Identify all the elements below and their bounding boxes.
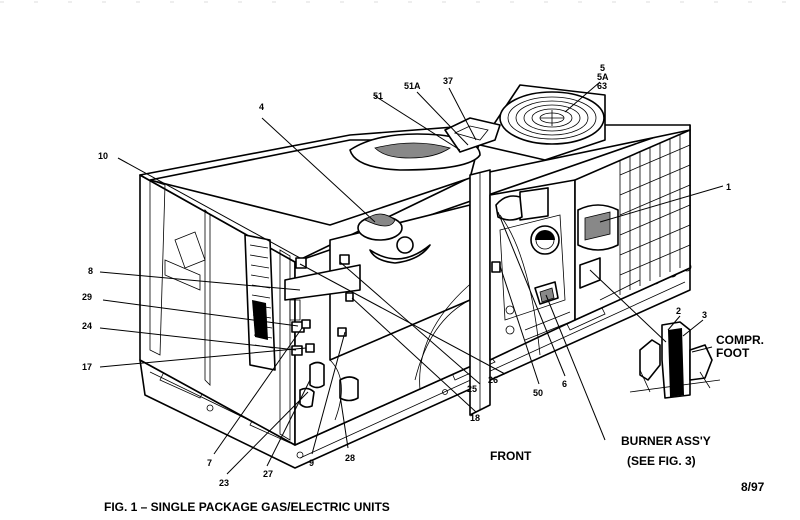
unit-body — [139, 84, 692, 469]
callout-8-left: 8 — [88, 266, 93, 276]
callout-37: 37 — [443, 76, 453, 86]
callout-63: 63 — [597, 81, 607, 91]
callout-6: 6 — [562, 379, 567, 389]
callout-17: 17 — [82, 362, 92, 372]
callout-50: 50 — [533, 388, 543, 398]
callout-5a: 5A — [597, 72, 609, 82]
callout-5: 5 — [600, 63, 605, 73]
burner-label-line2: (SEE FIG. 3) — [627, 454, 696, 468]
callout-28-bottom: 28 — [345, 453, 355, 463]
callout-51: 51 — [373, 91, 383, 101]
compr-label-line2: FOOT — [716, 346, 750, 360]
callout-2: 2 — [676, 306, 681, 316]
compressor-foot-detail — [629, 321, 721, 399]
callout-51a: 51A — [404, 81, 421, 91]
callout-1: 1 — [726, 182, 731, 192]
callout-3: 3 — [702, 310, 707, 320]
figure-caption: FIG. 1 – SINGLE PACKAGE GAS/ELECTRIC UNI… — [104, 500, 390, 514]
text-labels: COMPR. FOOT BURNER ASS'Y (SEE FIG. 3) FR… — [104, 333, 765, 514]
callout-4: 4 — [259, 102, 264, 112]
callout-29: 29 — [82, 292, 92, 302]
callout-10: 10 — [98, 151, 108, 161]
callout-27: 27 — [263, 469, 273, 479]
date-code: 8/97 — [741, 480, 765, 494]
callout-labels: 1 2 3 4 5 5A 63 37 51A 51 10 8 29 24 17 … — [82, 63, 731, 488]
compr-label-line1: COMPR. — [716, 333, 764, 347]
front-label: FRONT — [490, 449, 532, 463]
callout-25: 25 — [467, 384, 477, 394]
callout-7: 7 — [207, 458, 212, 468]
leader-lines — [99, 81, 724, 475]
callout-9: 9 — [309, 458, 314, 468]
callout-18: 18 — [470, 413, 480, 423]
callout-23: 23 — [219, 478, 229, 488]
burner-label-line1: BURNER ASS'Y — [621, 434, 711, 448]
callout-26: 26 — [488, 375, 498, 385]
callout-24: 24 — [82, 321, 92, 331]
